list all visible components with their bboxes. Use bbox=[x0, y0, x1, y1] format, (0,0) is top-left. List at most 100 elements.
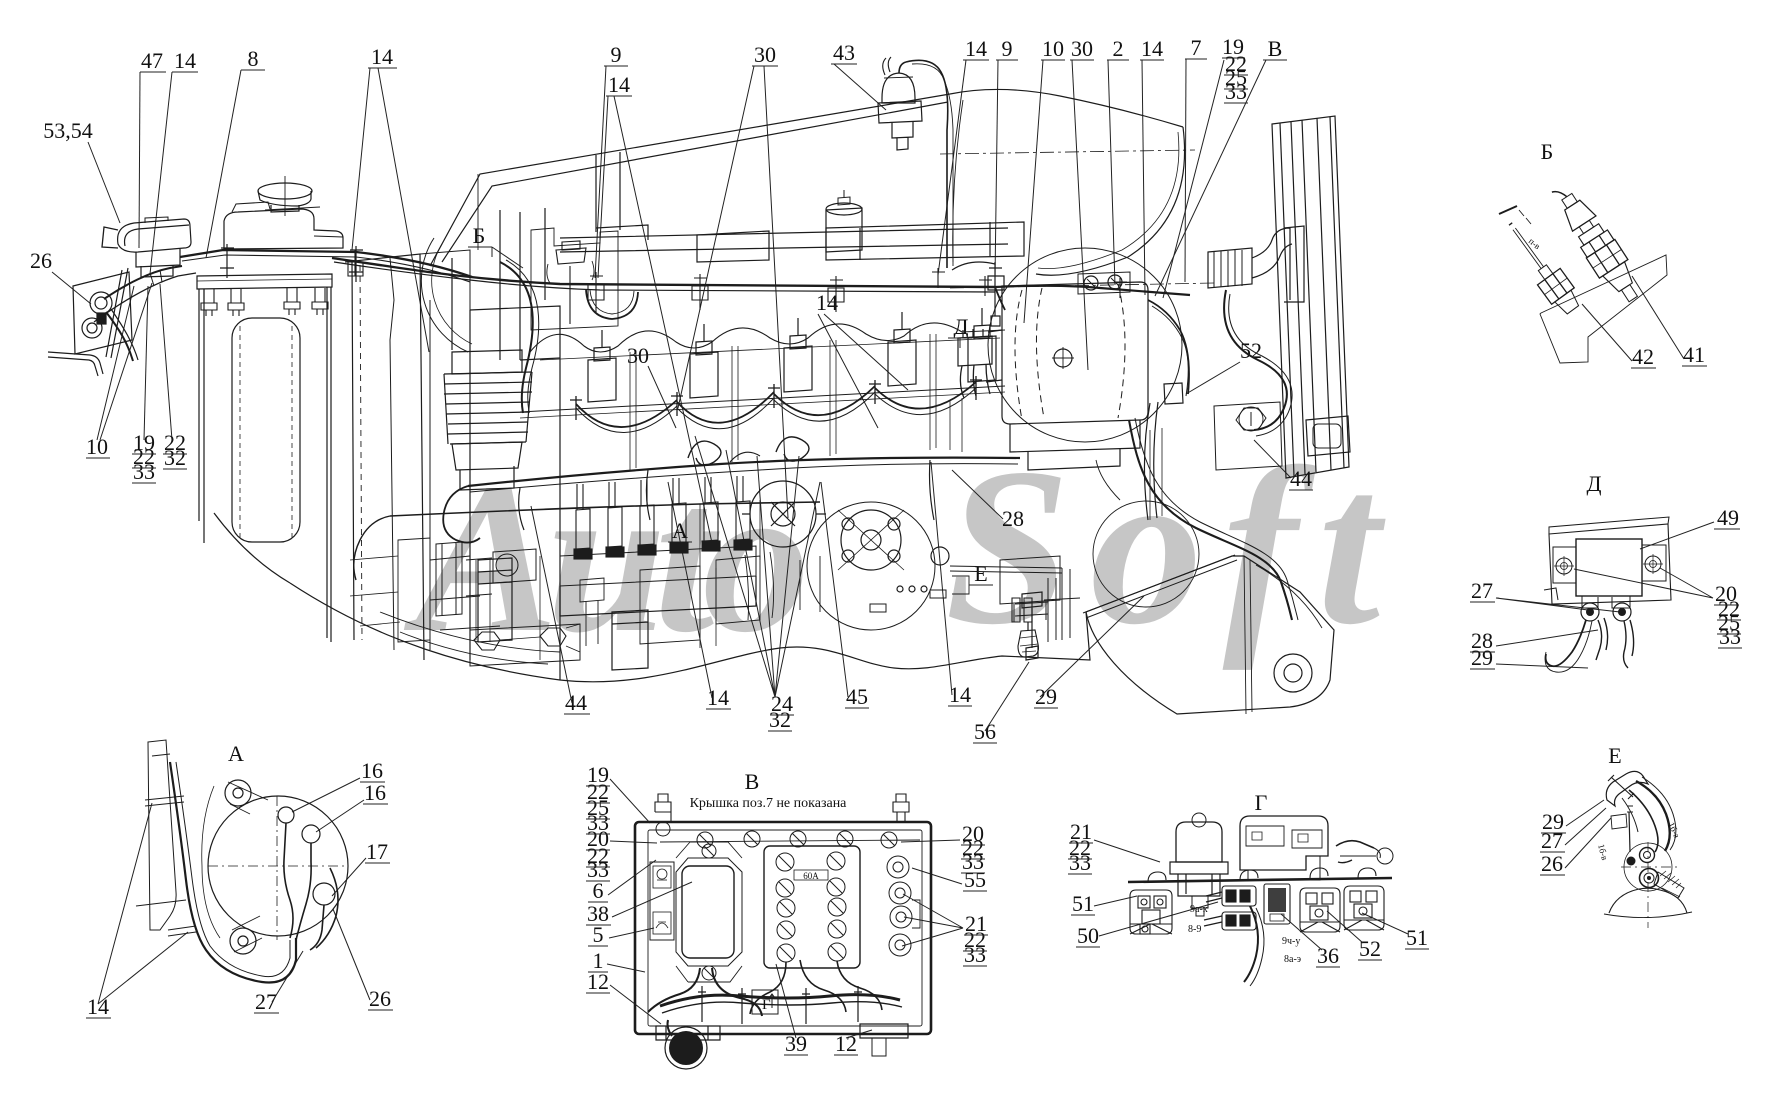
svg-text:22: 22 bbox=[1069, 835, 1091, 860]
svg-text:16: 16 bbox=[364, 780, 386, 805]
svg-text:32: 32 bbox=[769, 707, 791, 732]
svg-text:22: 22 bbox=[587, 779, 609, 804]
svg-text:44: 44 bbox=[565, 690, 587, 715]
svg-text:38: 38 bbox=[587, 901, 609, 926]
svg-text:6: 6 bbox=[593, 878, 604, 903]
svg-text:26: 26 bbox=[30, 248, 52, 273]
svg-text:14: 14 bbox=[608, 72, 630, 97]
svg-text:26: 26 bbox=[369, 986, 391, 1011]
svg-text:22: 22 bbox=[587, 843, 609, 868]
svg-text:27: 27 bbox=[255, 989, 277, 1014]
svg-text:33: 33 bbox=[1069, 850, 1091, 875]
svg-text:20: 20 bbox=[962, 821, 984, 846]
svg-text:7: 7 bbox=[1191, 35, 1202, 60]
svg-text:36: 36 bbox=[1317, 943, 1339, 968]
svg-text:39: 39 bbox=[785, 1031, 807, 1056]
svg-text:14: 14 bbox=[174, 48, 196, 73]
svg-text:44: 44 bbox=[1290, 466, 1312, 491]
svg-text:50: 50 bbox=[1077, 923, 1099, 948]
svg-text:49: 49 bbox=[1717, 505, 1739, 530]
svg-text:19: 19 bbox=[133, 430, 155, 455]
svg-text:19: 19 bbox=[1222, 34, 1244, 59]
svg-text:33: 33 bbox=[587, 810, 609, 835]
svg-text:8-9: 8-9 bbox=[1188, 924, 1201, 935]
svg-text:22: 22 bbox=[962, 835, 984, 860]
svg-text:1б-в: 1б-в bbox=[1596, 843, 1610, 861]
svg-text:20: 20 bbox=[1715, 581, 1737, 606]
svg-text:8а-э: 8а-э bbox=[1284, 954, 1301, 965]
svg-text:Крышка поз.7 не показана: Крышка поз.7 не показана bbox=[690, 796, 848, 811]
svg-text:12: 12 bbox=[587, 969, 609, 994]
svg-text:45: 45 bbox=[846, 684, 868, 709]
svg-text:22: 22 bbox=[964, 927, 986, 952]
svg-text:41: 41 bbox=[1683, 342, 1705, 367]
svg-text:33: 33 bbox=[964, 942, 986, 967]
svg-text:33: 33 bbox=[1225, 79, 1247, 104]
svg-text:10: 10 bbox=[86, 434, 108, 459]
svg-text:29: 29 bbox=[1471, 645, 1493, 670]
svg-text:Б: Б bbox=[1541, 139, 1554, 164]
svg-text:5: 5 bbox=[593, 922, 604, 947]
svg-text:А: А bbox=[228, 741, 244, 766]
svg-text:14: 14 bbox=[816, 290, 838, 315]
svg-text:Г: Г bbox=[1255, 790, 1268, 815]
svg-text:25: 25 bbox=[1718, 610, 1740, 635]
svg-text:52: 52 bbox=[1359, 936, 1381, 961]
svg-text:14: 14 bbox=[1141, 36, 1163, 61]
svg-text:Б: Б bbox=[473, 223, 486, 248]
svg-text:28: 28 bbox=[1471, 628, 1493, 653]
svg-text:21: 21 bbox=[1070, 819, 1092, 844]
svg-text:Е: Е bbox=[1608, 743, 1621, 768]
svg-text:55: 55 bbox=[964, 867, 986, 892]
svg-text:22: 22 bbox=[1718, 596, 1740, 621]
svg-text:27: 27 bbox=[1541, 828, 1563, 853]
svg-text:33: 33 bbox=[962, 849, 984, 874]
svg-text:Е: Е bbox=[974, 561, 987, 586]
svg-text:14: 14 bbox=[965, 36, 987, 61]
svg-text:33: 33 bbox=[1719, 624, 1741, 649]
svg-text:25: 25 bbox=[587, 795, 609, 820]
svg-text:9ч-у: 9ч-у bbox=[1282, 936, 1300, 947]
svg-text:27: 27 bbox=[1471, 578, 1493, 603]
svg-text:14: 14 bbox=[371, 44, 393, 69]
svg-text:9: 9 bbox=[611, 42, 622, 67]
svg-text:10: 10 bbox=[1042, 36, 1064, 61]
svg-text:32: 32 bbox=[164, 445, 186, 470]
svg-text:51: 51 bbox=[1406, 925, 1428, 950]
svg-text:А: А bbox=[672, 518, 688, 543]
svg-text:2: 2 bbox=[1113, 36, 1124, 61]
svg-text:21: 21 bbox=[965, 911, 987, 936]
svg-text:14: 14 bbox=[707, 685, 729, 710]
svg-text:17: 17 bbox=[366, 839, 388, 864]
svg-text:Г: Г bbox=[762, 997, 771, 1013]
svg-text:30: 30 bbox=[1071, 36, 1093, 61]
svg-text:33: 33 bbox=[587, 857, 609, 882]
svg-text:16: 16 bbox=[361, 758, 383, 783]
svg-text:56: 56 bbox=[974, 719, 996, 744]
svg-text:29: 29 bbox=[1035, 684, 1057, 709]
svg-text:Д: Д bbox=[953, 314, 968, 339]
svg-text:8: 8 bbox=[248, 46, 259, 71]
svg-text:9: 9 bbox=[1002, 36, 1013, 61]
svg-text:Д: Д bbox=[1586, 471, 1601, 496]
svg-text:22: 22 bbox=[1225, 51, 1247, 76]
svg-text:33: 33 bbox=[133, 459, 155, 484]
svg-text:47: 47 bbox=[141, 48, 163, 73]
svg-text:26: 26 bbox=[1541, 851, 1563, 876]
svg-text:14: 14 bbox=[949, 682, 971, 707]
svg-text:22: 22 bbox=[133, 444, 155, 469]
svg-text:42: 42 bbox=[1632, 344, 1654, 369]
svg-text:60A: 60A bbox=[803, 871, 819, 881]
svg-text:20: 20 bbox=[587, 826, 609, 851]
svg-text:9а-к: 9а-к bbox=[1190, 904, 1208, 915]
svg-text:29: 29 bbox=[1542, 809, 1564, 834]
svg-text:В: В bbox=[745, 769, 760, 794]
svg-text:43: 43 bbox=[833, 40, 855, 65]
svg-text:12: 12 bbox=[835, 1031, 857, 1056]
svg-text:В: В bbox=[1268, 36, 1283, 61]
svg-text:53,54: 53,54 bbox=[43, 118, 93, 143]
svg-text:30: 30 bbox=[754, 42, 776, 67]
svg-text:1: 1 bbox=[593, 948, 604, 973]
svg-text:19: 19 bbox=[587, 762, 609, 787]
svg-text:22: 22 bbox=[164, 430, 186, 455]
